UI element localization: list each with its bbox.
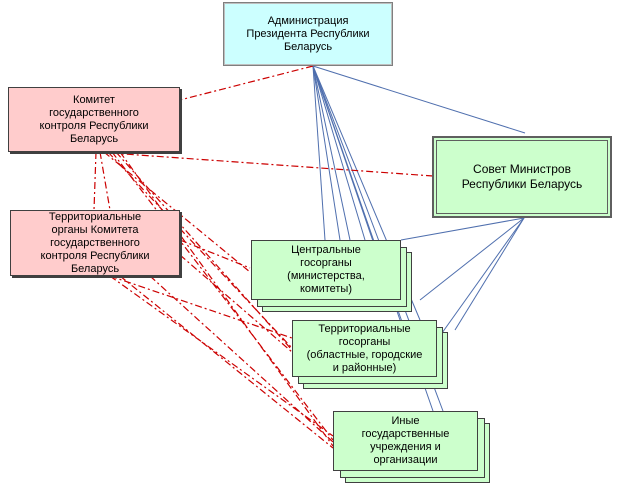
admin-president-label: Администрация Президента Республики Бела… [246, 14, 370, 53]
subordination-line-3 [312, 65, 351, 241]
other-institutions-box: Иные государственные учреждения и органи… [333, 411, 478, 471]
control-line-8 [119, 151, 334, 447]
state-control-committee-box: Комитет государственного контроля Респуб… [8, 87, 180, 152]
other-institutions-label: Иные государственные учреждения и органи… [361, 415, 450, 466]
territorial-control-bodies-label: Территориальные органы Комитета государс… [40, 210, 150, 275]
control-line-10 [179, 254, 293, 353]
control-line-2 [93, 151, 97, 211]
subordination-lines [312, 65, 526, 412]
control-line-1 [95, 151, 434, 177]
council-of-ministers-box: Совет Министров Республики Беларусь [432, 136, 612, 218]
control-line-3 [99, 151, 111, 211]
subordination-line-10 [419, 217, 525, 301]
subordination-line-2 [312, 65, 341, 241]
state-control-committee-label: Комитет государственного контроля Респуб… [39, 93, 149, 145]
control-line-7 [115, 151, 293, 351]
council-of-ministers-label: Совет Министров Республики Беларусь [461, 162, 583, 191]
subordination-line-4 [312, 65, 366, 241]
admin-president-box: Администрация Президента Республики Бела… [223, 2, 393, 66]
control-line-14 [149, 275, 334, 443]
subordination-line-12 [454, 217, 525, 331]
territorial-bodies-box: Территориальные госорганы (областные, го… [292, 320, 437, 377]
control-line-9 [179, 239, 251, 269]
subordination-line-11 [436, 217, 525, 341]
subordination-line-0 [312, 65, 526, 134]
territorial-bodies-label: Территориальные госорганы (областные, го… [306, 322, 423, 374]
control-line-13 [119, 275, 334, 449]
control-line-11 [109, 275, 293, 339]
control-line-6 [111, 151, 334, 441]
control-lines [93, 65, 434, 449]
central-bodies-box: Центральные госорганы (министерства, ком… [251, 240, 401, 300]
control-line-12 [109, 275, 334, 437]
subordination-line-1 [312, 65, 326, 241]
territorial-control-bodies-box: Территориальные органы Комитета государс… [10, 210, 180, 276]
central-bodies-label: Центральные госорганы (министерства, ком… [287, 244, 365, 295]
control-line-0 [179, 65, 314, 101]
subordination-line-9 [400, 217, 525, 241]
